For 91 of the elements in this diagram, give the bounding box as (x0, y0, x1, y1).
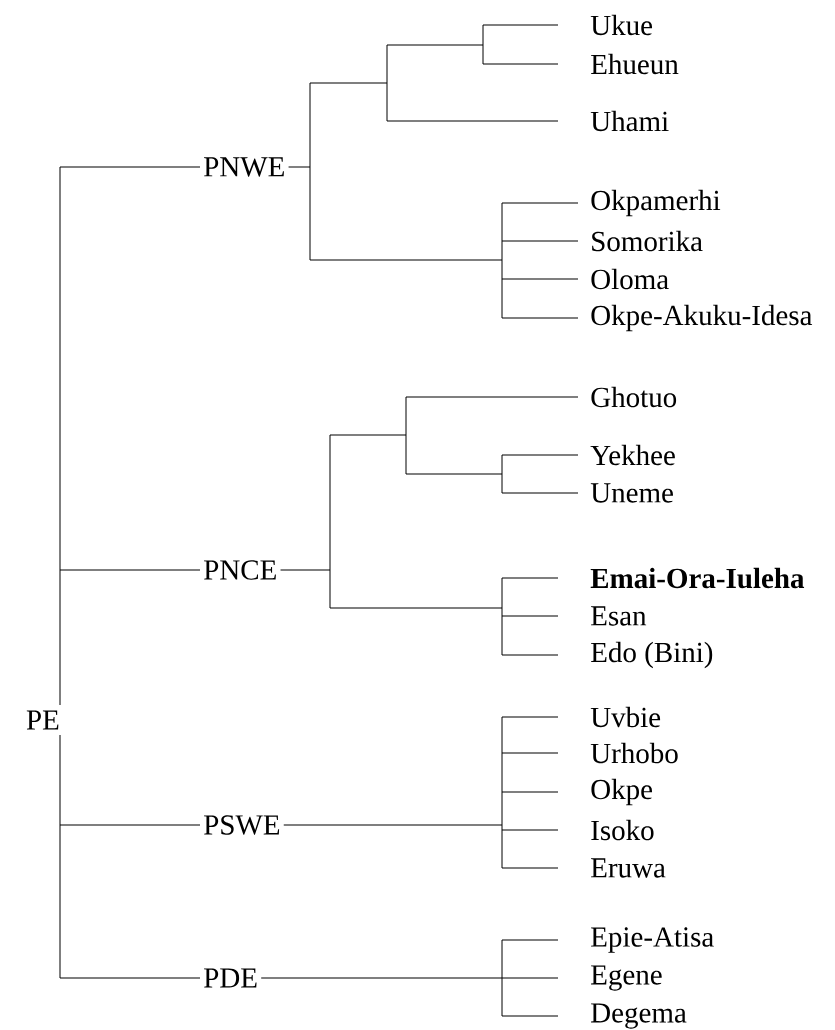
tree-branch (501, 939, 503, 979)
tree-branch (482, 44, 484, 65)
tree-branch (501, 615, 503, 656)
tree-branch (501, 454, 579, 456)
tree-branch (386, 44, 484, 46)
tree-branch (501, 278, 579, 280)
tree-branch (405, 473, 503, 475)
language-name: Epie-Atisa (591, 927, 714, 953)
tree-branch (59, 166, 201, 168)
tree-branch (260, 977, 503, 979)
language-name: Yekhee (590, 444, 675, 466)
tree-branch (501, 278, 503, 319)
tree-branch (59, 734, 61, 826)
language-name: Uvbie (590, 706, 661, 728)
language-name: Emai-Ora-Iuleha (590, 567, 805, 589)
tree-branch (329, 434, 331, 571)
tree-branch (501, 615, 559, 617)
tree-branch (386, 82, 388, 122)
language-name: Okpamerhi (591, 189, 721, 217)
tree-branch (501, 317, 579, 319)
language-name: Degema (591, 1003, 687, 1029)
tree-branch (501, 791, 503, 826)
language-name: Edo (Bini) (591, 641, 713, 669)
tree-branch (59, 824, 61, 979)
tree-branch (501, 824, 503, 831)
tree-branch (280, 569, 331, 571)
tree-branch (501, 752, 559, 754)
tree-branch (501, 791, 559, 793)
tree-branch (501, 752, 503, 793)
tree-branch (329, 569, 331, 609)
language-name: Isoko (591, 819, 654, 841)
tree-branch (501, 716, 559, 718)
tree-branch (501, 977, 503, 1017)
tree-branch (309, 82, 311, 168)
tree-branch (501, 867, 559, 869)
tree-branch (501, 492, 579, 494)
language-name: Urhobo (590, 742, 678, 764)
tree-branch (329, 607, 503, 609)
tree-branch (501, 716, 503, 754)
language-name: Ghotuo (591, 386, 677, 408)
tree-branch (405, 396, 579, 398)
language-name: Somorika (592, 230, 703, 252)
tree-branch (501, 202, 579, 204)
tree-branch (59, 824, 201, 826)
tree-branch (59, 166, 61, 571)
tree-branch (59, 569, 201, 571)
language-name: Uneme (590, 483, 673, 503)
tree-branch (283, 824, 503, 826)
tree-branch (501, 1015, 559, 1017)
language-name: Ukue (590, 14, 652, 36)
language-name: Eruwa (591, 858, 666, 878)
language-name: Uhami (590, 110, 669, 132)
group-label: PNWE (204, 157, 284, 177)
tree-branch (501, 240, 579, 242)
tree-branch (59, 569, 61, 706)
language-name: Oloma (591, 268, 669, 290)
tree-branch (501, 607, 503, 617)
tree-branch (501, 202, 503, 242)
group-label: PNCE (204, 560, 276, 580)
tree-branch (288, 166, 311, 168)
tree-branch (309, 166, 311, 261)
tree-branch (405, 396, 407, 436)
tree-branch (501, 240, 503, 261)
root-label: PE (26, 710, 59, 730)
tree-branch (59, 977, 201, 979)
tree-branch (482, 63, 559, 65)
tree-branch (501, 577, 503, 609)
tree-branch (501, 939, 559, 941)
group-label: PDE (204, 968, 257, 988)
tree-branch (329, 434, 407, 436)
tree-branch (482, 24, 559, 26)
language-name: Ehueun (591, 53, 679, 75)
tree-branch (309, 82, 388, 84)
language-name: Egene (591, 965, 662, 991)
tree-branch (501, 977, 559, 979)
language-name: Esan (591, 606, 647, 626)
tree-branch (501, 654, 559, 656)
tree-branch (501, 829, 503, 869)
tree-branch (482, 24, 484, 46)
tree-branch (501, 829, 559, 831)
tree-branch (309, 259, 503, 261)
tree-branch (501, 259, 503, 280)
tree-branch (501, 454, 503, 475)
tree-branch (386, 44, 388, 84)
tree-branch (386, 120, 559, 122)
tree-branch (501, 473, 503, 494)
tree-branch (501, 577, 559, 579)
language-name: Okpe-Akuku-Idesa (591, 304, 813, 332)
tree-branch (405, 434, 407, 475)
language-name: Okpe (591, 778, 652, 806)
group-label: PSWE (204, 815, 280, 835)
